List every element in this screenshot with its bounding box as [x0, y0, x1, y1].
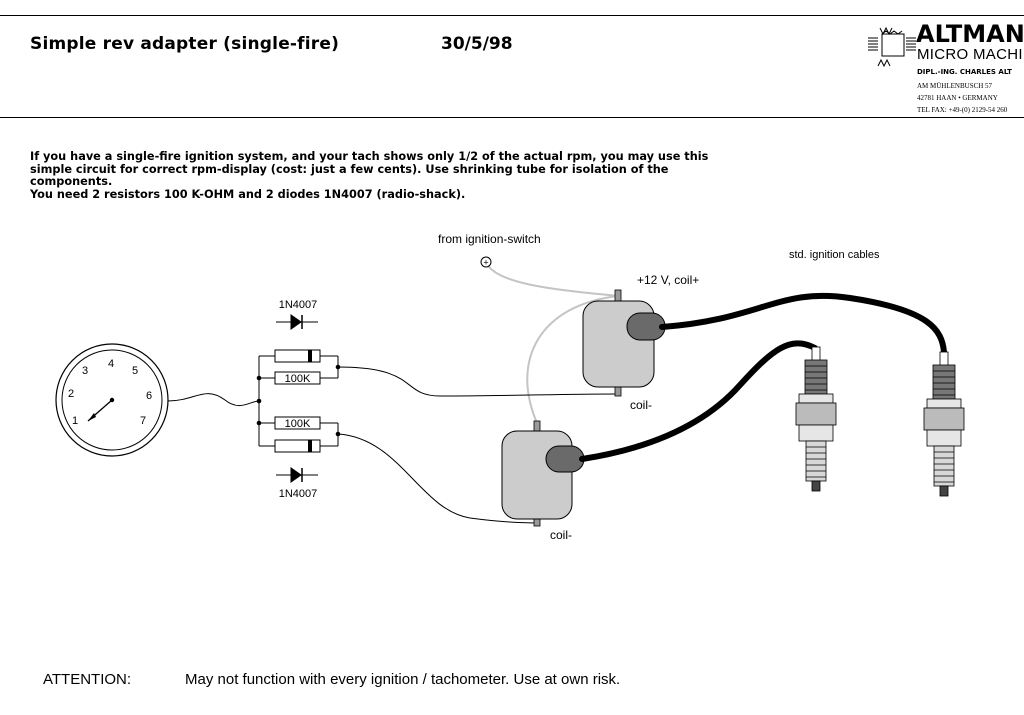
resistor-top: 100K — [274, 371, 321, 385]
wire-to-top-coil — [337, 366, 619, 397]
tachometer-icon: 1 2 3 4 5 6 7 — [55, 343, 169, 457]
plus-symbol: + — [483, 258, 488, 268]
tach-number: 5 — [132, 365, 138, 377]
diode-label-bottom: 1N4007 — [279, 488, 318, 500]
tach-number: 7 — [140, 415, 146, 427]
intro-paragraph: If you have a single-fire ignition syste… — [30, 150, 709, 189]
coil-supply-label: +12 V, coil+ — [637, 273, 700, 287]
logo-subtitle: MICRO MACHI — [917, 46, 1023, 63]
document-date: 30/5/98 — [441, 34, 513, 54]
ignition-cables-label: std. ignition cables — [789, 249, 880, 261]
spark-plug-right-icon — [923, 351, 965, 497]
svg-text:100K: 100K — [285, 418, 311, 430]
intro-text: If you have a single-fire ignition syste… — [30, 150, 720, 201]
logo-company-name: ALTMAN — [916, 22, 1024, 48]
header-top-rule — [0, 15, 1024, 16]
page-title: Simple rev adapter (single-fire) — [30, 34, 340, 54]
parts-list: You need 2 resistors 100 K-OHM and 2 dio… — [30, 187, 466, 201]
diode-symbol-bottom-icon — [276, 467, 318, 483]
attention-label: ATTENTION: — [43, 671, 132, 688]
coil-bottom-terminal-label: coil- — [550, 528, 573, 542]
ignition-cable-top — [659, 292, 947, 355]
diode-symbol-top-icon — [276, 314, 318, 330]
tach-signal-wire — [167, 393, 260, 407]
header-bottom-rule — [0, 117, 1024, 118]
ignition-switch-terminal-icon — [480, 256, 492, 268]
ignition-coil-top-icon — [582, 289, 666, 397]
attention-text: May not function with every ignition / t… — [185, 671, 621, 688]
tach-number: 4 — [108, 358, 114, 370]
logo-owner: DIPL.-ING. CHARLES ALT — [917, 68, 1012, 76]
from-ignition-switch-label: from ignition-switch — [438, 232, 541, 246]
diode-label-top: 1N4007 — [279, 299, 318, 311]
logo-mark-icon — [868, 26, 916, 68]
tach-number: 3 — [82, 365, 88, 377]
tach-number: 6 — [146, 390, 152, 402]
spark-plug-left-icon — [795, 346, 837, 492]
coil-top-terminal-label: coil- — [630, 398, 653, 412]
ignition-coil-bottom-icon — [501, 420, 585, 527]
logo-phone: TEL FAX: +49-(0) 2129-54 260 — [917, 106, 1008, 114]
diode-bottom — [274, 439, 321, 453]
wire-to-bottom-coil — [337, 433, 538, 524]
svg-text:100K: 100K — [285, 373, 311, 385]
ignition-cable-bottom — [579, 340, 818, 462]
tach-number: 2 — [68, 388, 74, 400]
adapter-circuit — [258, 355, 339, 447]
logo-street: AM MÜHLENBUSCH 57 — [917, 82, 993, 90]
logo-city: 42781 HAAN • GERMANY — [917, 94, 998, 102]
supply-wire-top-coil — [485, 261, 619, 297]
supply-wire-bottom-coil — [526, 295, 619, 424]
tach-number: 1 — [72, 415, 78, 427]
diode-top — [274, 349, 321, 363]
company-logo: ALTMAN MICRO MACHI DIPL.-ING. CHARLES AL… — [866, 22, 1024, 118]
resistor-bottom: 100K — [274, 416, 321, 430]
